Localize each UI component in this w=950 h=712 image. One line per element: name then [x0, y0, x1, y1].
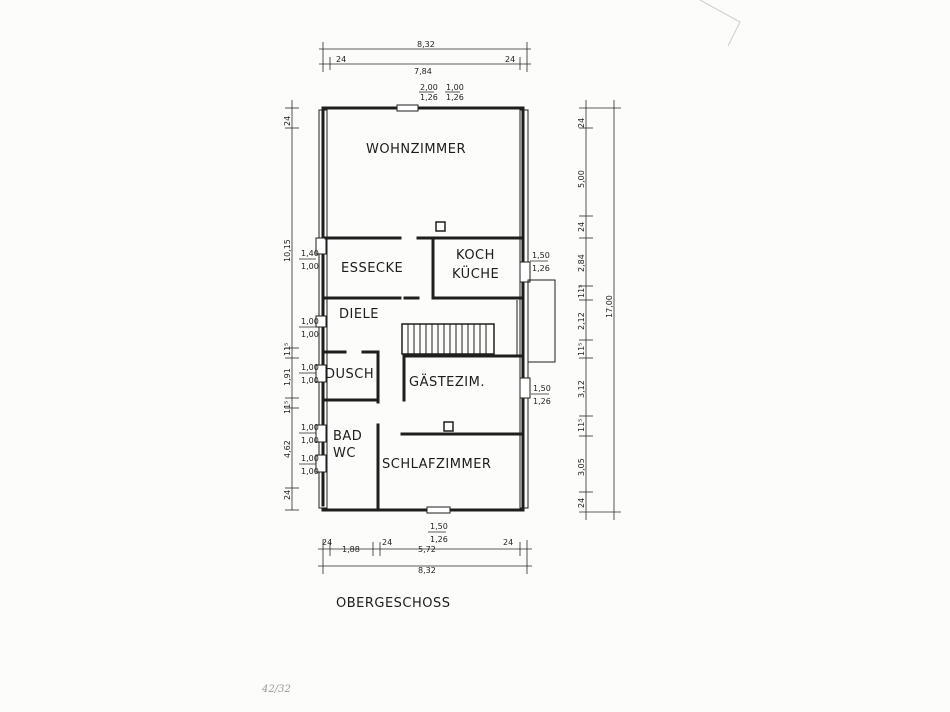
dim-bad-bottom: 1,00 — [301, 436, 319, 445]
dim-left-upper-total: 10,15 — [283, 239, 292, 262]
room-label-wohnzimmer: WOHNZIMMER — [366, 142, 466, 157]
room-label-gaestezim: GÄSTEZIM. — [409, 374, 485, 390]
dim-kueche-top: 1,50 — [532, 251, 550, 260]
dim-gaeste-top: 1,50 — [533, 384, 551, 393]
dimensions-left: 24 10,15 11⁵ 1,91 11⁵ 4,62 24 — [283, 100, 299, 511]
dim-left-stair-rise: 11⁵ — [283, 343, 292, 356]
dim-bottom-bad: 1,88 — [342, 545, 360, 554]
dim-right-top-wall: 24 — [577, 118, 586, 128]
dim-right-total: 17,00 — [605, 295, 614, 318]
room-label-koch: KOCH — [456, 248, 495, 263]
dim-window-a-top: 2,00 — [420, 83, 438, 92]
dim-right-wall2: 24 — [577, 222, 586, 232]
room-label-essecke: ESSECKE — [341, 261, 403, 276]
dim-bottom-left-wall: 24 — [322, 538, 332, 547]
dim-window-b-top: 1,00 — [446, 83, 464, 92]
dimensions-right: 24 5,00 24 2,84 11⁵ 2,12 11⁵ 3,12 11⁵ 3,… — [577, 100, 621, 520]
dim-bottom-mid-wall: 24 — [382, 538, 392, 547]
dim-right-rise2: 11⁵ — [577, 343, 586, 356]
dim-bottom-schlaf: 5,72 — [418, 545, 436, 554]
dim-top-inner: 7,84 — [414, 67, 432, 76]
plan-title: OBERGESCHOSS — [336, 596, 451, 611]
dim-left-lower-total: 4,62 — [283, 440, 292, 458]
dim-left-top-wall: 24 — [283, 116, 292, 126]
dim-essecke-bottom: 1,00 — [301, 262, 319, 271]
dim-wc-top: 1,00 — [301, 454, 319, 463]
room-label-schlafzimmer: SCHLAFZIMMER — [382, 457, 491, 472]
outer-walls — [318, 106, 529, 512]
dim-right-koch: 2,84 — [577, 254, 586, 272]
dim-dusch-top: 1,00 — [301, 363, 319, 372]
dim-dusch-bottom: 1,00 — [301, 376, 319, 385]
dim-wc-bottom: 1,00 — [301, 467, 319, 476]
stairs — [401, 323, 495, 355]
dim-right-rise3: 11⁵ — [577, 419, 586, 432]
dim-top-left-wall: 24 — [336, 55, 346, 64]
dim-bottom-right-wall: 24 — [503, 538, 513, 547]
dim-right-gaeste: 3,12 — [577, 380, 586, 398]
balcony — [527, 279, 556, 363]
room-label-bad: BAD — [333, 429, 362, 444]
dim-right-bottom-wall: 24 — [577, 498, 586, 508]
dim-left-bottom-wall: 24 — [283, 490, 292, 500]
windows — [315, 104, 531, 514]
dim-bad-top: 1,00 — [301, 423, 319, 432]
dim-bottom-total: 8,32 — [418, 566, 436, 575]
page-corner-fold — [699, 0, 741, 47]
room-label-dusch: DUSCH — [325, 367, 374, 382]
opening-dimensions: 1,40 1,00 1,00 1,00 1,00 1,00 1,00 1,00 … — [299, 249, 551, 544]
dim-top-right-wall: 24 — [505, 55, 515, 64]
dim-essecke-top: 1,40 — [301, 249, 319, 258]
dim-right-schlaf: 3,05 — [577, 458, 586, 476]
inner-walls — [324, 221, 522, 510]
dim-right-wohn: 5,00 — [577, 170, 586, 188]
dim-left-lower-rise: 11⁵ — [283, 401, 292, 414]
dimensions-bottom: 24 1,88 24 5,72 24 8,32 — [318, 538, 532, 575]
dim-right-rise1: 11⁵ — [577, 285, 586, 298]
dimensions-top: 8,32 24 7,84 24 2,00 1,26 1,00 1,26 — [319, 40, 531, 102]
dim-diele-bottom: 1,00 — [301, 330, 319, 339]
room-label-kueche: KÜCHE — [452, 265, 499, 282]
dim-right-diele: 2,12 — [577, 312, 586, 330]
dim-top-total: 8,32 — [417, 40, 435, 49]
dim-diele-top: 1,00 — [301, 317, 319, 326]
dim-window-b-bottom: 1,26 — [446, 93, 464, 102]
dim-gaeste-bottom: 1,26 — [533, 397, 551, 406]
corner-note: 42/32 — [261, 684, 291, 695]
room-label-wc: WC — [333, 446, 356, 461]
dim-schlaf-bottom: 1,26 — [430, 535, 448, 544]
dim-schlaf-top: 1,50 — [430, 522, 448, 531]
dim-window-a-bottom: 1,26 — [420, 93, 438, 102]
room-label-diele: DIELE — [339, 307, 379, 322]
dim-left-bath-height: 1,91 — [283, 368, 292, 386]
room-labels: WOHNZIMMER ESSECKE KOCH KÜCHE DIELE DUSC… — [325, 142, 499, 472]
dim-kueche-bottom: 1,26 — [532, 264, 550, 273]
